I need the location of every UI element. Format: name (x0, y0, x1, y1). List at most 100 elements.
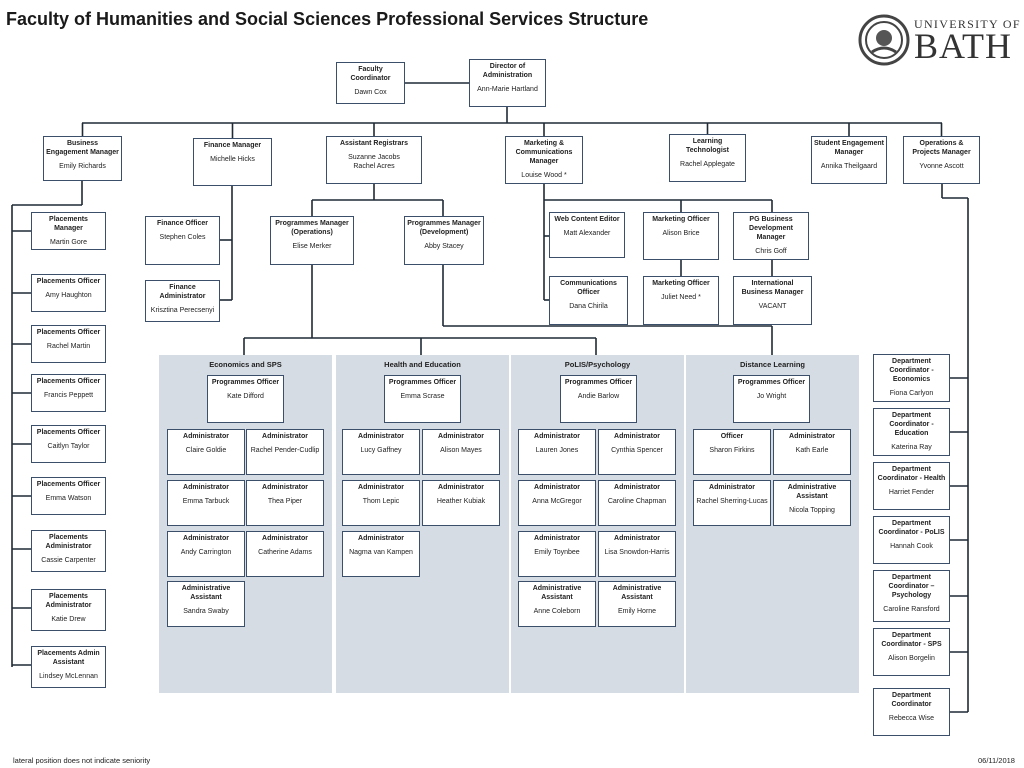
person-name: Lauren Jones (535, 447, 579, 454)
seniority-note: lateral position does not indicate senio… (13, 756, 151, 765)
team-panel-heading: Health and Education (384, 360, 461, 369)
university-logo: UNIVERSITY OF BATH (858, 14, 1019, 68)
person-name: Thea Piper (267, 498, 303, 505)
role-title: Administrator (183, 433, 229, 440)
person-name: Anna McGregor (532, 498, 582, 505)
role-title: Administrator (438, 433, 484, 440)
role-title: Assistant Registrars (339, 140, 409, 147)
person-name: Chris Goff (755, 248, 787, 255)
person-name: Catherine Adams (258, 549, 312, 556)
person-name: Matt Alexander (563, 230, 611, 237)
person-name: Kath Earle (795, 447, 829, 454)
person-name: Sandra Swaby (183, 608, 229, 615)
person-name: Katerina Ray (891, 444, 932, 451)
page-title: Faculty of Humanities and Social Science… (6, 9, 649, 29)
role-title: Placements Officer (36, 278, 101, 285)
role-title: Business Engagement Manager (46, 140, 119, 156)
role-title: Marketing Officer (652, 216, 710, 223)
person-name: Fiona Carlyon (889, 390, 934, 397)
person-name: Yvonne Ascott (919, 163, 964, 170)
role-title: Administrator (534, 433, 580, 440)
logo-line-1: UNIVERSITY OF (914, 17, 1021, 31)
team-panel-heading: Distance Learning (739, 360, 806, 369)
chart-date: 06/11/2018 (978, 756, 1015, 765)
person-name: Heather Kubiak (436, 498, 486, 505)
person-name: Caitlyn Taylor (47, 443, 90, 450)
person-name: Michelle Hicks (210, 156, 255, 163)
person-name: Emily Toynbee (534, 549, 580, 556)
person-name: Alison Borgelin (888, 655, 935, 662)
person-name: Cassie Carpenter (41, 557, 96, 564)
role-title: Administrative Assistant (787, 484, 837, 500)
role-title: Programmes Officer (737, 379, 806, 386)
role-title: Administrator (262, 484, 308, 491)
person-name: Caroline Chapman (607, 498, 667, 505)
programmes-manager-box: Programmes Manager (Operations)Elise Mer… (270, 216, 354, 265)
person-name: Emma Scrase (400, 393, 445, 400)
role-title: Operations & Projects Manager (912, 140, 971, 156)
role-title: Department Coordinator – Psychology (888, 574, 935, 599)
seal-icon (858, 14, 910, 66)
role-title: Placements Manager (49, 216, 88, 232)
role-title: Administrator (614, 433, 660, 440)
person-name: Cynthia Spencer (611, 447, 663, 454)
role-title: Department Coordinator (891, 692, 932, 708)
role-title: Administrator (358, 433, 404, 440)
person-name: Emily Richards (59, 163, 106, 170)
person-name: Hannah Cook (890, 543, 933, 550)
role-title: Marketing Officer (652, 280, 710, 287)
role-title: Administrator (789, 433, 835, 440)
role-title: Department Coordinator - Health (877, 466, 946, 482)
role-title: Administrator (614, 535, 660, 542)
role-title: International Business Manager (741, 280, 804, 296)
role-title: Administrator (614, 484, 660, 491)
role-title: Programmes Officer (211, 379, 280, 386)
role-title: Placements Officer (36, 429, 101, 436)
person-name: Emma Watson (45, 495, 92, 502)
person-name: Lindsey McLennan (39, 673, 98, 680)
person-name: Alison Mayes (440, 447, 482, 454)
role-title: Department Coordinator - SPS (881, 632, 942, 648)
role-title: Finance Officer (157, 220, 208, 227)
person-name: Kate Difford (227, 393, 264, 400)
role-title: Faculty Coordinator (350, 66, 391, 82)
role-title: Programmes Manager (Development) (407, 220, 481, 236)
person-name: Francis Peppett (43, 392, 94, 399)
role-title: Marketing & Communications Manager (515, 140, 573, 165)
person-name: Dawn Cox (354, 89, 387, 96)
person-name: Amy Haughton (45, 292, 92, 299)
person-name: Thom Lepic (362, 498, 400, 505)
role-title: Administrator (262, 433, 308, 440)
person-name: Krisztina Perecsenyi (150, 307, 215, 314)
programmes-manager-box: Programmes Manager (Development)Abby Sta… (404, 216, 484, 265)
